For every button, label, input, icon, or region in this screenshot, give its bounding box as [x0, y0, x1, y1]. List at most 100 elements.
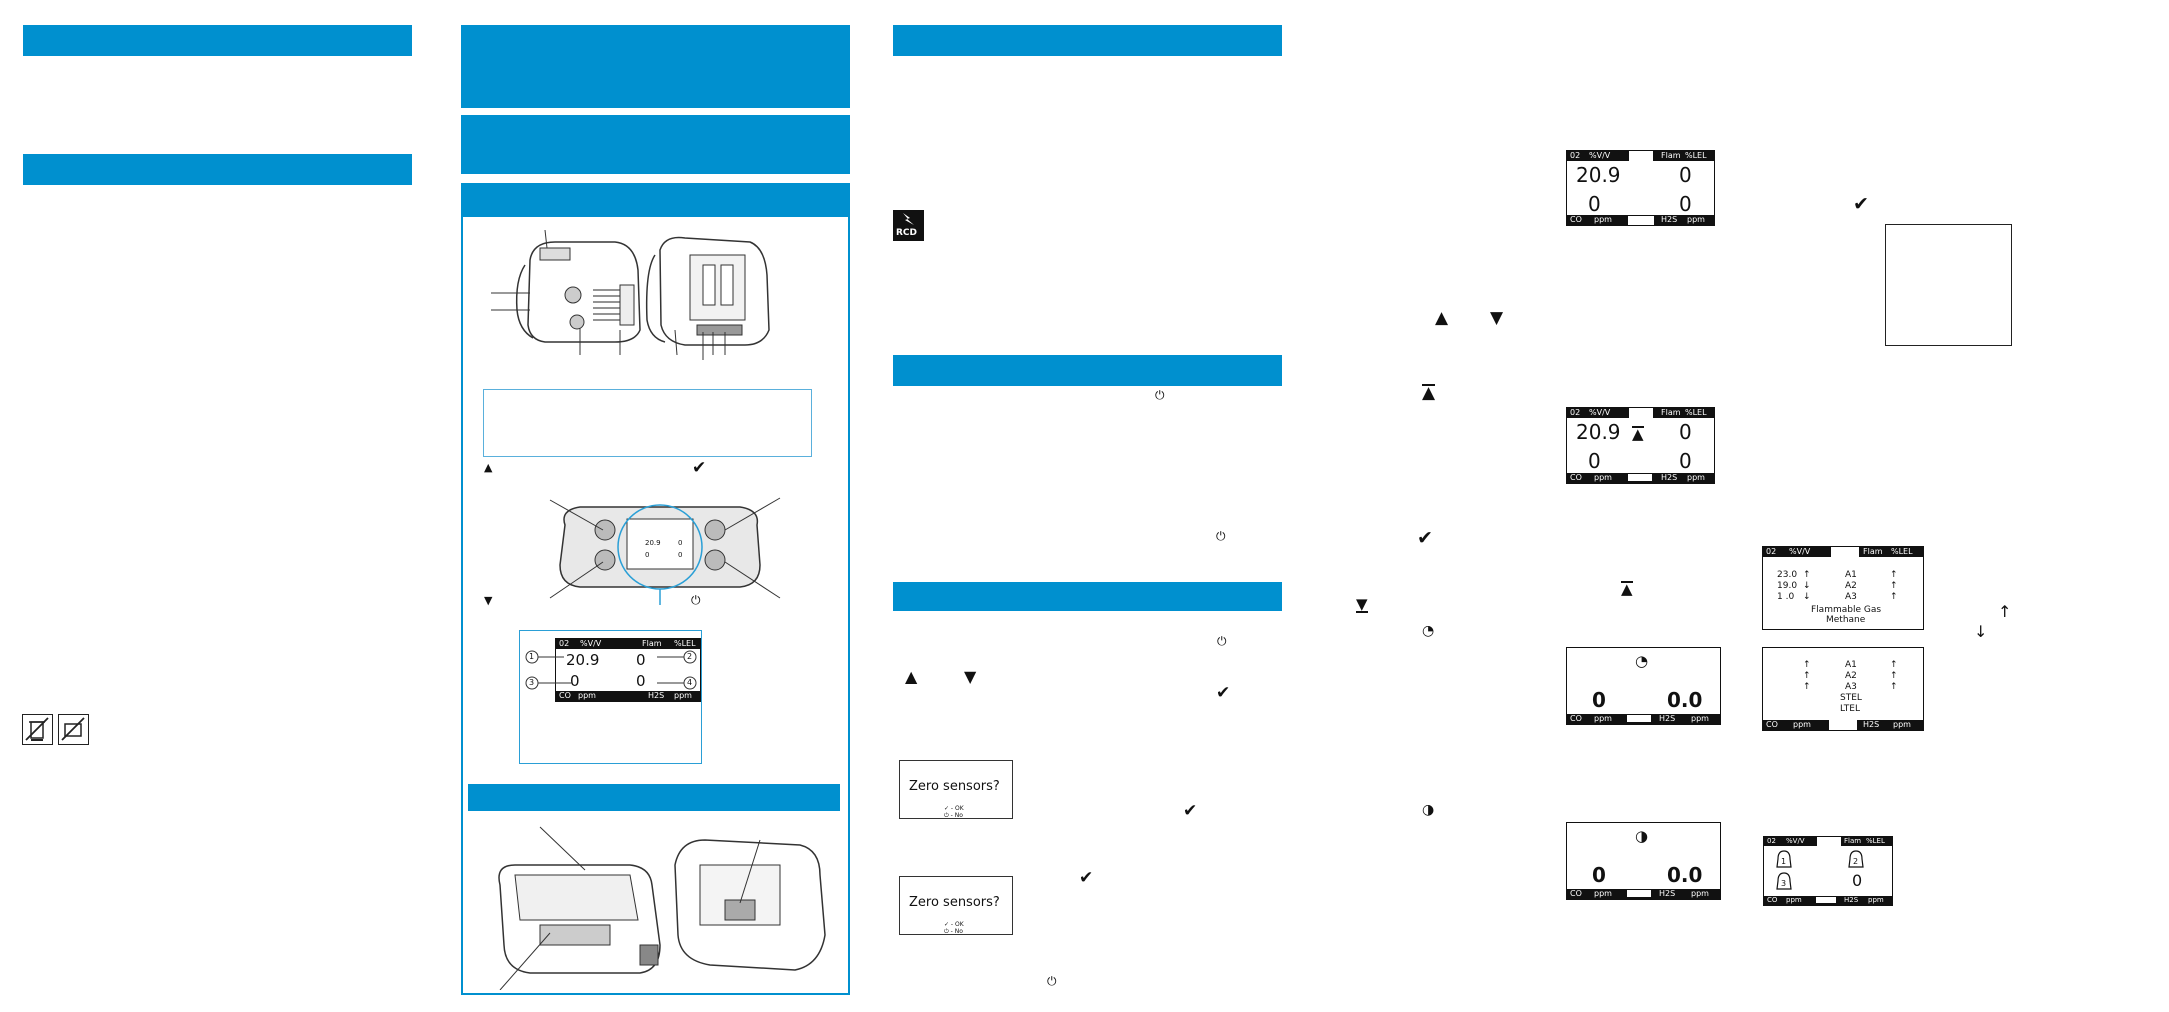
- svg-text:1: 1: [1781, 857, 1786, 866]
- lcd-twa-co: 0: [1592, 688, 1606, 712]
- power-icon: ⏻: [1047, 974, 1057, 988]
- zero-prompt-text: Zero sensors?: [909, 895, 1000, 910]
- weee-bin-icon: [22, 714, 53, 745]
- panel1-header-bar-2: [23, 154, 412, 185]
- alarm-row3-label: A3: [1845, 592, 1857, 602]
- alarm-bell-icons: 132: [1776, 850, 1864, 890]
- power-icon: ⏻: [691, 593, 701, 607]
- down-triangle-icon: ▼: [484, 594, 493, 607]
- stel-label: STEL: [1840, 693, 1862, 703]
- lcd-main-h2s: 0: [1679, 192, 1692, 216]
- callout-val-tl: 20.9: [566, 651, 600, 669]
- device-illustration: [491, 230, 770, 360]
- twa-clock-icon: ◔: [1635, 652, 1649, 670]
- alarm-row3-dir: ↓: [1803, 592, 1811, 602]
- alarm-row3-flam: ↑: [1890, 592, 1898, 602]
- device-leader-lines: [549, 497, 781, 599]
- zero-prompt-ok: ✓ - OK: [944, 805, 964, 812]
- check-icon: ✔: [1853, 193, 1869, 215]
- lcd-main-co: 0: [1588, 192, 1601, 216]
- peak-icon: ▲: [1621, 580, 1633, 598]
- stel-clock-icon: ◑: [1635, 827, 1649, 845]
- check-icon: ✔: [692, 458, 707, 478]
- panel2-header-bar-1: [461, 25, 850, 108]
- down-triangle-icon: ▼: [1490, 308, 1504, 328]
- rcd-label: RCD: [896, 228, 918, 238]
- device-lcd-val-3: 0: [645, 551, 650, 559]
- callout-num-4: 4: [687, 678, 693, 687]
- up-triangle-icon: ▲: [484, 461, 493, 474]
- alarm-b-row2-a: ↑: [1803, 671, 1811, 681]
- alarm-row2-dir: ↓: [1803, 581, 1811, 591]
- stel-clock-icon: ◑: [1422, 802, 1435, 818]
- zero-prompt-no: ⏻ - No: [944, 812, 963, 819]
- gas-name-line1: Flammable Gas: [1811, 605, 1882, 615]
- check-icon: ✔: [1183, 801, 1198, 821]
- alarm-b-row1-label: A1: [1845, 660, 1857, 670]
- no-battery-disposal-icon: [58, 714, 89, 745]
- callout-val-br: 0: [636, 672, 646, 690]
- alarm-row2-val: 19.0: [1777, 581, 1798, 591]
- up-triangle-icon: ▲: [905, 667, 918, 686]
- check-icon: ✔: [1216, 683, 1231, 703]
- check-icon: ✔: [1079, 868, 1094, 888]
- panel3-header-bar-1: [893, 25, 1282, 56]
- lcd-peak-flam: 0: [1679, 420, 1692, 444]
- device-lcd-val-1: 20.9: [645, 539, 661, 547]
- note-box: [483, 389, 812, 457]
- zero-prompt-ok: ✓ - OK: [944, 921, 964, 928]
- alarm-row1-label: A1: [1845, 570, 1857, 580]
- panel1-header-bar-1: [23, 25, 412, 56]
- callout-num-1: 1: [529, 652, 535, 661]
- twa-clock-icon: ◔: [1422, 623, 1435, 639]
- callout-val-bl: 0: [570, 672, 580, 690]
- gas-name-line2: Methane: [1826, 615, 1866, 625]
- zero-prompt-1: Zero sensors? ✓ - OK ⏻ - No: [899, 760, 1013, 819]
- callout-number-circles: [525, 650, 697, 690]
- alarm-b-row2-label: A2: [1845, 671, 1857, 681]
- peak-icon: ▲: [1422, 383, 1436, 403]
- alarm-row2-flam: ↑: [1890, 581, 1898, 591]
- zero-prompt-no: ⏻ - No: [944, 928, 963, 935]
- alarm-row3-val: 1 .0: [1777, 592, 1795, 602]
- callout-val-tr: 0: [636, 651, 646, 669]
- empty-box: [1885, 224, 2012, 346]
- panel2-header-bar-4: [468, 784, 840, 811]
- lcd-twa-h2s: 0.0: [1667, 688, 1703, 712]
- zero-prompt-text: Zero sensors?: [909, 779, 1000, 794]
- check-icon: ✔: [1417, 527, 1433, 549]
- panel3-header-bar-2: [893, 355, 1282, 386]
- alarm-b-row3-a: ↑: [1803, 682, 1811, 692]
- alarm-row1-val: 23.0: [1777, 570, 1798, 580]
- alarm-row1-flam: ↑: [1890, 570, 1898, 580]
- panel2-header-bar-2: [461, 115, 850, 174]
- alarm-b-row3-label: A3: [1845, 682, 1857, 692]
- charger-illustration: [498, 826, 826, 990]
- up-arrow-icon: ↑: [1998, 602, 2012, 621]
- peak-icon: ▲: [1632, 425, 1644, 443]
- down-triangle-icon: ▼: [964, 667, 977, 686]
- lcd-bells-h2s: 0: [1852, 871, 1863, 890]
- ltel-label: LTEL: [1840, 704, 1860, 714]
- callout-num-3: 3: [529, 678, 535, 687]
- lcd-stel-co: 0: [1592, 863, 1606, 887]
- lcd-peak-h2s: 0: [1679, 449, 1692, 473]
- device-lcd-val-2: 0: [678, 539, 683, 547]
- device-front-illustration: [559, 504, 761, 605]
- callout-frame: [519, 630, 702, 764]
- lcd-peak-co: 0: [1588, 449, 1601, 473]
- down-arrow-icon: ↓: [1974, 622, 1988, 641]
- power-icon: ⏻: [1155, 388, 1165, 402]
- alarm-b-row1-b: ↑: [1890, 660, 1898, 670]
- lcd-stel-h2s: 0.0: [1667, 863, 1703, 887]
- device-lcd-val-4: 0: [678, 551, 683, 559]
- lcd-peak-o2: 20.9: [1576, 420, 1621, 444]
- up-triangle-icon: ▲: [1435, 308, 1449, 328]
